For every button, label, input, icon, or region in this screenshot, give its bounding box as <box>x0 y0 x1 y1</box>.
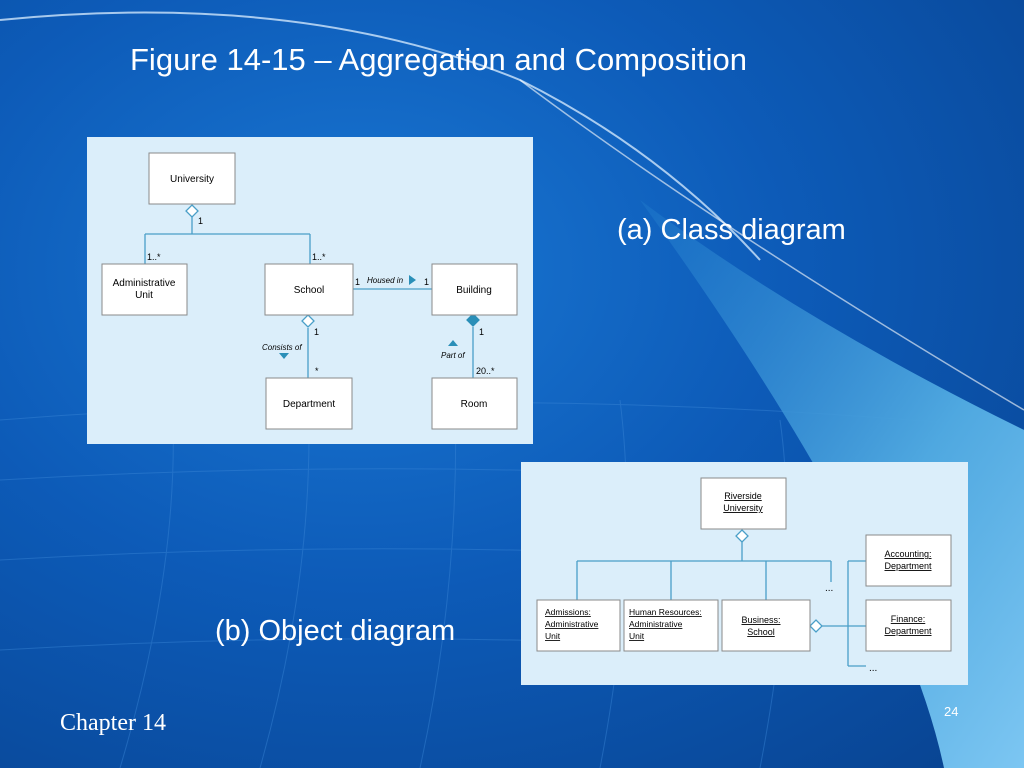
class-university-name: University <box>170 174 214 185</box>
association-consists-of: Consists of <box>262 343 302 352</box>
multiplicity-building-housed: 1 <box>424 277 429 287</box>
class-school-box <box>264 263 354 316</box>
part-of-arrow-icon <box>448 340 458 346</box>
class-school-name: School <box>294 285 325 296</box>
object-business-line2: School <box>747 627 775 637</box>
class-room-box <box>431 377 518 430</box>
object-diagram-panel: Riverside University Business: School Ac… <box>521 462 968 685</box>
object-finance-line1: Finance: <box>891 614 926 624</box>
multiplicity-school-bottom: 1 <box>314 327 319 337</box>
object-admissions-line2: Administrative <box>545 619 599 629</box>
association-housed-in: Housed in <box>367 276 404 285</box>
class-room-name: Room <box>461 399 488 410</box>
aggregation-diamond-school <box>301 314 315 328</box>
object-business-line1: Business: <box>741 615 780 625</box>
multiplicity-department: * <box>315 366 319 376</box>
object-riverside-line1: Riverside <box>724 491 762 501</box>
slide-title: Figure 14-15 – Aggregation and Compositi… <box>130 42 747 77</box>
aggregation-diamond-business <box>809 619 823 633</box>
class-admin-unit-box <box>101 263 188 316</box>
class-building-box <box>431 263 518 316</box>
multiplicity-building-bottom: 1 <box>479 327 484 337</box>
object-admissions-box <box>536 599 621 652</box>
object-admissions-line3: Unit <box>545 631 561 641</box>
association-part-of: Part of <box>441 351 465 360</box>
class-diagram-panel: University Administrative Unit School Bu… <box>87 137 533 444</box>
composition-diamond-building <box>466 313 480 327</box>
object-ellipsis-bottom: ... <box>869 663 877 674</box>
object-hr-line1: Human Resources: <box>629 607 702 617</box>
object-riverside-line2: University <box>723 503 763 513</box>
object-business-box <box>721 599 811 652</box>
class-diagram: University Administrative Unit School Bu… <box>101 152 518 430</box>
page-number: 24 <box>944 704 959 719</box>
aggregation-diamond-university <box>185 204 199 218</box>
class-university-box <box>148 152 236 205</box>
class-building-name: Building <box>456 285 492 296</box>
object-riverside-box <box>700 477 787 530</box>
multiplicity-university: 1 <box>198 216 203 226</box>
object-diagram: Riverside University Business: School Ac… <box>536 477 952 674</box>
consists-of-arrow-icon <box>279 353 289 359</box>
object-accounting-line1: Accounting: <box>884 549 931 559</box>
object-hr-line3: Unit <box>629 631 645 641</box>
object-finance-line2: Department <box>884 626 932 636</box>
object-ellipsis-top: ... <box>825 583 833 594</box>
footer-chapter: Chapter 14 <box>60 710 166 736</box>
multiplicity-room: 20..* <box>476 366 495 376</box>
object-diagram-label: (b) Object diagram <box>215 615 456 647</box>
multiplicity-school-housed: 1 <box>355 277 360 287</box>
object-accounting-box <box>865 534 952 587</box>
class-admin-unit-name-line2: Unit <box>135 290 153 301</box>
object-accounting-line2: Department <box>884 561 932 571</box>
object-hr-box <box>623 599 719 652</box>
housed-in-arrow-icon <box>409 275 416 285</box>
object-admissions-line1: Admissions: <box>545 607 591 617</box>
object-finance-box <box>865 599 952 652</box>
class-admin-unit-name-line1: Administrative <box>113 278 176 289</box>
class-department-name: Department <box>283 399 335 410</box>
multiplicity-admin-unit: 1..* <box>147 252 161 262</box>
multiplicity-school-top: 1..* <box>312 252 326 262</box>
object-hr-line2: Administrative <box>629 619 683 629</box>
class-diagram-label: (a) Class diagram <box>617 214 846 246</box>
class-department-box <box>265 377 353 430</box>
aggregation-diamond-riverside <box>735 529 749 543</box>
